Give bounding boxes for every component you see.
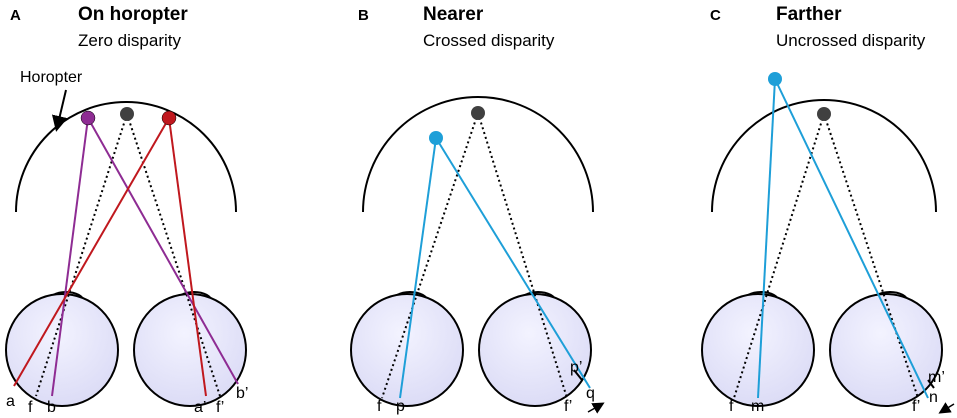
label-q: q <box>586 385 595 402</box>
shift-arrow <box>938 402 955 414</box>
horopter-arc <box>711 99 937 213</box>
fixation-ray-left <box>381 112 479 399</box>
label-m: m <box>751 398 764 415</box>
far-point <box>768 72 782 86</box>
panel-b-subtitle: Crossed disparity <box>423 31 555 50</box>
panel-a-letter: A <box>10 7 21 24</box>
panel-a-subtitle: Zero disparity <box>78 31 181 50</box>
label-f-prime: f’ <box>216 399 224 416</box>
fixation-point <box>471 106 485 120</box>
horopter-arc <box>15 101 237 213</box>
red-ray-left <box>13 117 170 387</box>
label-p: p <box>396 398 405 415</box>
fixation-ray-left <box>35 113 128 397</box>
label-f: f <box>729 398 734 415</box>
blue-ray-right <box>774 78 929 399</box>
label-m-prime: m’ <box>928 369 945 386</box>
fixation-point <box>817 107 831 121</box>
panel-c: C Farther Uncrossed disparity f m m’ n f… <box>701 4 955 415</box>
left-eye <box>5 291 119 407</box>
label-a: a <box>6 393 15 410</box>
horopter-callout-arrow <box>51 89 68 132</box>
near-point <box>429 131 443 145</box>
panel-b-title: Nearer <box>423 4 484 25</box>
panel-c-subtitle: Uncrossed disparity <box>776 31 926 50</box>
left-eye <box>701 291 815 407</box>
label-p-prime: p’ <box>570 359 582 376</box>
horopter-callout-label: Horopter <box>20 69 83 86</box>
right-eye <box>133 291 247 407</box>
panel-b-letter: B <box>358 7 369 24</box>
panel-b: B Nearer Crossed disparity f p p’ q f’ <box>350 4 605 415</box>
panel-c-letter: C <box>710 7 721 24</box>
red-point <box>161 110 177 126</box>
red-ray-right <box>168 117 207 397</box>
panel-c-title: Farther <box>776 4 842 25</box>
label-f-prime: f’ <box>912 398 920 415</box>
blue-ray-right <box>435 137 591 389</box>
fixation-point <box>120 107 134 121</box>
purple-point <box>80 110 96 126</box>
label-f: f <box>28 399 33 416</box>
label-a-prime: a’ <box>194 399 206 416</box>
panel-a-title: On horopter <box>78 4 188 25</box>
shift-arrow <box>587 402 605 414</box>
panel-a: A On horopter Zero disparity Horopter a … <box>5 4 248 416</box>
right-eye <box>478 291 592 407</box>
label-n: n <box>929 389 938 406</box>
purple-ray-right <box>87 117 239 385</box>
disparity-tick <box>927 379 935 389</box>
horopter-arc <box>362 96 594 213</box>
label-f-prime: f’ <box>564 398 572 415</box>
label-b: b <box>47 399 56 416</box>
purple-ray-left <box>51 117 89 397</box>
blue-ray-left <box>757 78 776 399</box>
blue-ray-left <box>399 137 437 399</box>
right-eye <box>829 291 943 407</box>
label-b-prime: b’ <box>236 385 248 402</box>
disparity-tick <box>573 369 583 381</box>
label-f: f <box>377 398 382 415</box>
